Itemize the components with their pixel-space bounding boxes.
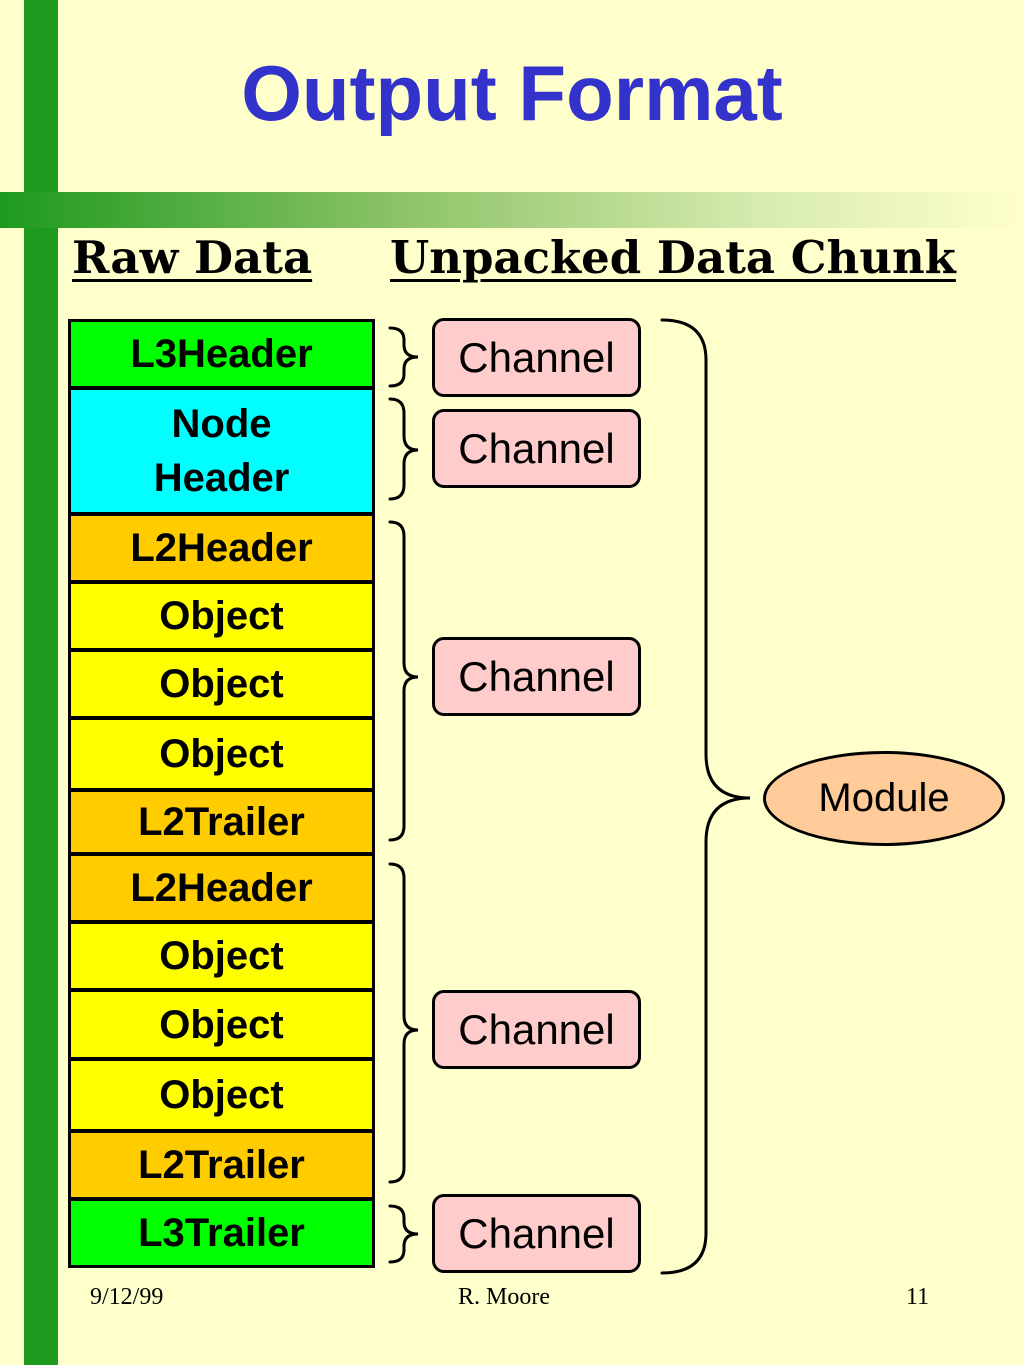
- raw-block-object: Object: [68, 581, 375, 651]
- brace-l3header: [388, 326, 419, 388]
- channel-box: Channel: [432, 318, 641, 397]
- module-ellipse: Module: [763, 751, 1005, 846]
- raw-block-object: Object: [68, 1058, 375, 1132]
- brace-module: [660, 318, 751, 1275]
- raw-block-object: Object: [68, 717, 375, 791]
- raw-block-object: Object: [68, 649, 375, 719]
- raw-block-l2: L2Trailer: [68, 789, 375, 855]
- unpacked-data-heading: Unpacked Data Chunk: [390, 231, 956, 284]
- page-title: Output Format: [241, 49, 783, 137]
- raw-data-heading: Raw Data: [72, 231, 313, 284]
- footer-page-number: 11: [906, 1284, 930, 1310]
- channel-box: Channel: [432, 990, 641, 1069]
- raw-block-l3: L3Trailer: [68, 1198, 375, 1268]
- channel-box: Channel: [432, 409, 641, 488]
- brace-first-l2-group: [388, 520, 419, 842]
- raw-block-object: Object: [68, 989, 375, 1060]
- brace-node-header: [388, 397, 419, 501]
- channel-box: Channel: [432, 1194, 641, 1273]
- footer-author: R. Moore: [458, 1284, 550, 1310]
- raw-block-object: Object: [68, 921, 375, 991]
- raw-block-l3: L3Header: [68, 319, 375, 389]
- title-divider-bar: [0, 192, 1024, 228]
- footer-date: 9/12/99: [90, 1284, 164, 1310]
- raw-block-l2: L2Trailer: [68, 1130, 375, 1200]
- channel-box: Channel: [432, 637, 641, 716]
- brace-second-l2-group: [388, 862, 419, 1184]
- brace-l3trailer: [388, 1204, 419, 1264]
